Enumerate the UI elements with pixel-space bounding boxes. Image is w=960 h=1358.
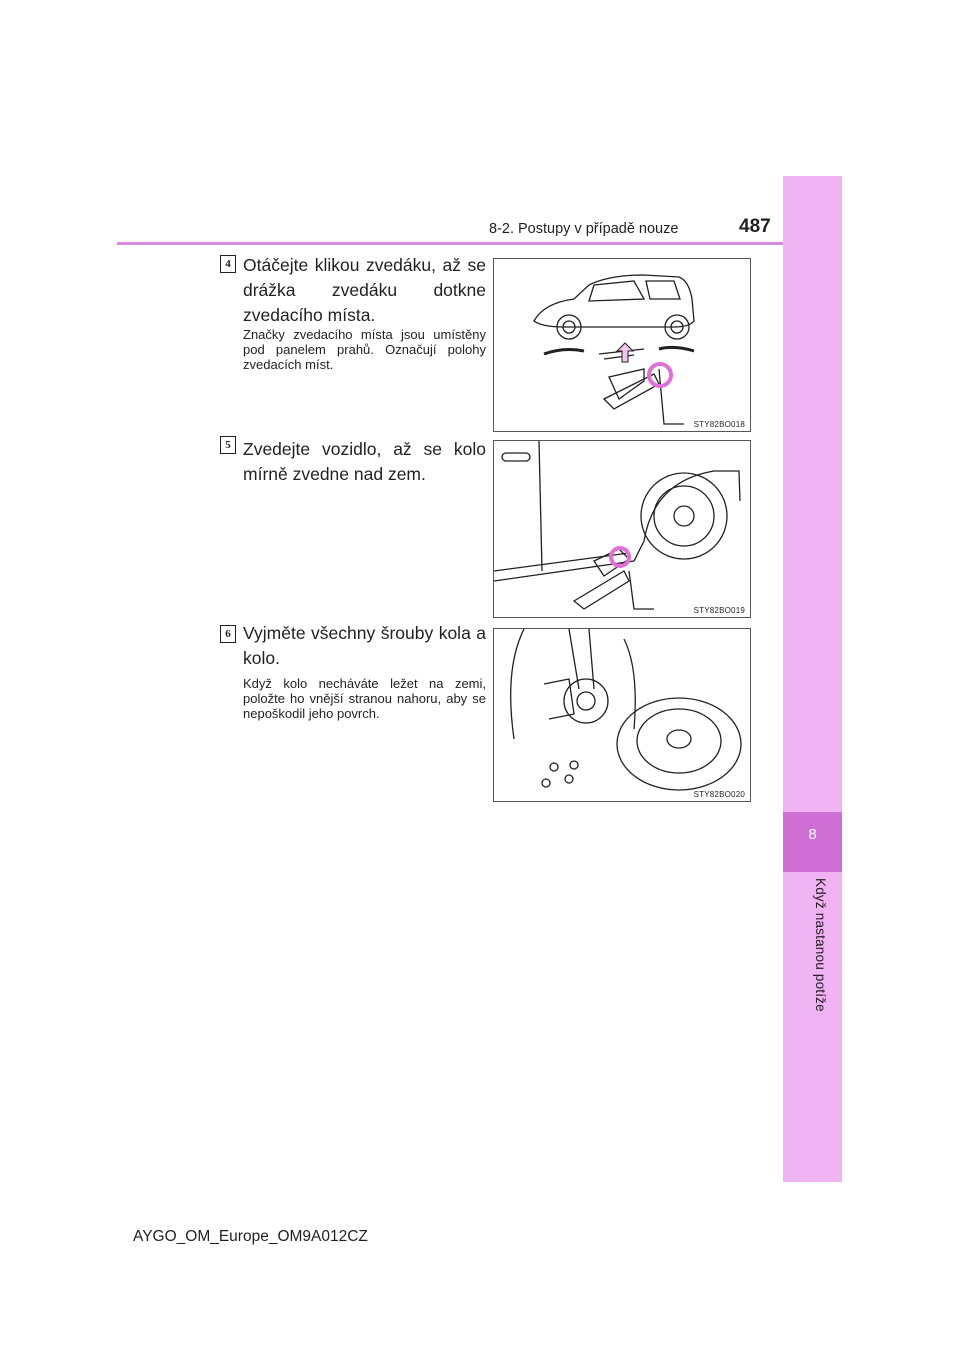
header-rule (117, 242, 783, 245)
document-id: AYGO_OM_Europe_OM9A012CZ (133, 1228, 368, 1245)
step-6-badge: 6 (220, 625, 236, 643)
page-number: 487 (739, 216, 771, 237)
figure-code: STY82BO018 (693, 420, 745, 429)
step-4-note: Značky zvedacího místa jsou umístěny pod… (243, 327, 486, 372)
step-5-badge: 5 (220, 436, 236, 454)
wheel-removed-illustration (510, 629, 742, 791)
chapter-title: Když nastanou potíže (813, 878, 828, 1012)
step-5-title: Zvedejte vozidlo, až se kolo mírně zvedn… (243, 439, 486, 484)
figure-step-4: STY82BO018 (493, 258, 751, 432)
chapter-side-tab (783, 176, 842, 1182)
chapter-number: 8 (808, 826, 817, 843)
car-raised-illustration (494, 441, 741, 610)
figure-step-6: STY82BO020 (493, 628, 751, 802)
section-title: 8-2. Postupy v případě nouze (489, 221, 679, 237)
step-4-badge: 4 (220, 255, 236, 273)
chapter-number-tab (783, 812, 842, 872)
step-4-title: Otáčejte klikou zvedáku, až se drážka zv… (243, 255, 486, 325)
figure-step-5: STY82BO019 (493, 440, 751, 618)
step-6-note: Když kolo necháváte ležet na zemi, polož… (243, 676, 486, 721)
step-6-title: Vyjměte všechny šrouby kola a kolo. (243, 623, 486, 668)
figure-code: STY82BO020 (693, 790, 745, 799)
figure-code: STY82BO019 (693, 606, 745, 615)
car-jack-position-illustration (533, 274, 695, 425)
